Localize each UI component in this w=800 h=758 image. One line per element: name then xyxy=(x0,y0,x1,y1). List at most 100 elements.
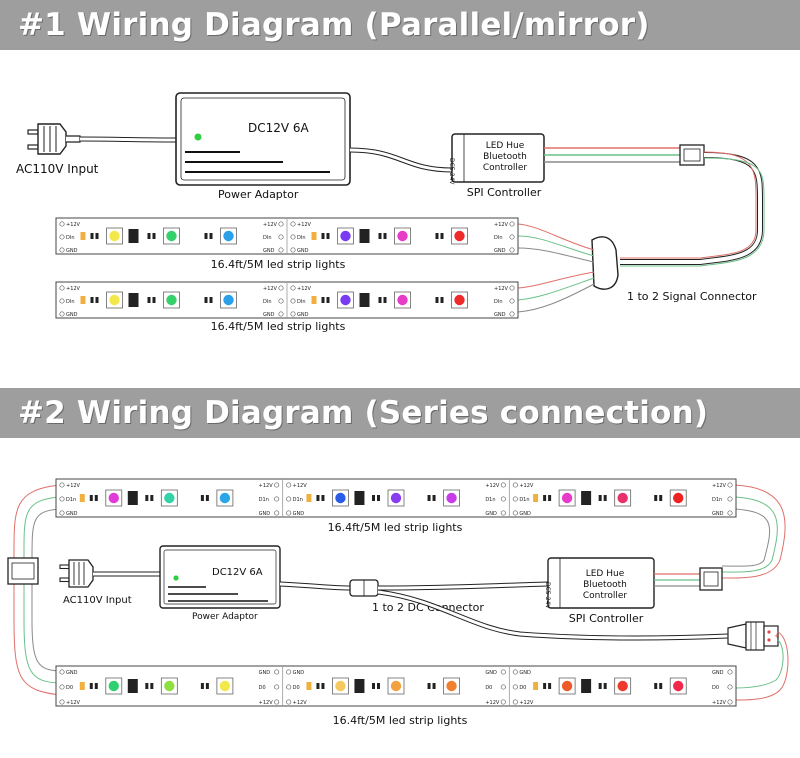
svg-text:+: + xyxy=(774,632,780,640)
strip3-pin-label: GND xyxy=(66,511,78,517)
spi-controller-1 xyxy=(451,133,545,183)
controller-label-1: SPI Controller xyxy=(467,186,542,199)
strip4-pin-label: D0 xyxy=(712,685,719,691)
strip4-pin-label: +12V xyxy=(293,700,308,706)
ac-input-label-1: AC110V Input xyxy=(16,162,99,176)
spi-controller-2 xyxy=(547,557,655,609)
controller-line-2b: Bluetooth xyxy=(583,580,627,590)
strip-label-1: 16.4ft/5M led strip lights xyxy=(211,258,346,271)
strip3-ic-chip xyxy=(127,491,138,505)
strip3-pin-label: GND xyxy=(485,511,497,517)
strip2-pin-label: DIn xyxy=(494,299,503,305)
strip1-pin-label: DIn xyxy=(494,235,503,241)
strip4-led xyxy=(108,680,119,692)
controller-voltage-2: DC5-24V xyxy=(544,582,551,609)
strip1-pin-label: +12V xyxy=(66,222,81,228)
adaptor-rating-1: DC12V 6A xyxy=(248,121,310,135)
strip3-led xyxy=(673,492,684,504)
strip1-led xyxy=(109,230,120,242)
strip3-led xyxy=(390,492,402,504)
strip1-pin-label: +12V xyxy=(263,222,278,228)
strip1-led xyxy=(223,230,234,242)
adaptor-rating-2: DC12V 6A xyxy=(212,567,263,578)
strip1-led xyxy=(340,230,351,242)
strip3-pin-label: D1n xyxy=(66,497,76,503)
strip2-led xyxy=(223,294,234,306)
strip3-pin-label: +12V xyxy=(519,483,534,489)
section2-banner: #2 Wiring Diagram (Series connection) xyxy=(0,388,800,438)
strip4-pin-label: D0 xyxy=(519,685,526,691)
strip3-pin-label: D1n xyxy=(712,497,722,503)
spi-connector-2 xyxy=(699,567,723,591)
strip1-led xyxy=(397,230,408,242)
strip-label-2: 16.4ft/5M led strip lights xyxy=(211,320,346,333)
strip4-pin-label: +12V xyxy=(712,700,727,706)
strip4-led xyxy=(673,680,684,692)
strip1-pin-label: GND xyxy=(66,248,78,254)
controller-line-2c: Controller xyxy=(583,591,628,601)
led-strip-4: GNDD0+12VGNDD0+12VGNDD0+12VGNDD0+12VGNDD… xyxy=(55,665,737,707)
strip2-led xyxy=(397,294,408,306)
strip2-led xyxy=(454,294,465,306)
strip3-pin-label: +12V xyxy=(293,483,308,489)
strip4-led xyxy=(617,680,628,692)
strip3-pin-label: D1n xyxy=(485,497,495,503)
strip4-pin-label: +12V xyxy=(519,700,534,706)
strip2-led xyxy=(340,294,351,306)
power-led-icon xyxy=(194,133,202,141)
controller-line-2a: LED Hue xyxy=(586,569,625,579)
strip3-pin-label: GND xyxy=(712,511,724,517)
strip3-led xyxy=(617,492,628,504)
strip2-pin-label: +12V xyxy=(263,286,278,292)
strip2-pin-label: DIn xyxy=(263,299,272,305)
ac-plug-1 xyxy=(27,123,81,155)
strip4-pin-label: D0 xyxy=(293,685,300,691)
strip3-ic-chip xyxy=(354,491,365,505)
strip1-pin-label: DIn xyxy=(263,235,272,241)
strip3-led xyxy=(164,492,175,504)
controller-label-2: SPI Controller xyxy=(569,612,644,625)
strip2-pin-label: DIn xyxy=(66,299,75,305)
strip4-pin-label: D0 xyxy=(485,685,492,691)
strip2-pin-label: GND xyxy=(66,312,78,318)
controller-voltage-1: DC5-24V xyxy=(448,158,455,185)
strip4-led xyxy=(561,680,573,692)
strip4-pin-label: +12V xyxy=(259,700,274,706)
section1-title: #1 Wiring Diagram (Parallel/mirror) xyxy=(18,7,650,43)
strip3-pin-label: GND xyxy=(259,511,271,517)
strip3-pin-label: +12V xyxy=(66,483,81,489)
strip1-pin-label: +12V xyxy=(494,222,509,228)
strip2-pin-label: DIn xyxy=(297,299,306,305)
strip4-pin-label: GND xyxy=(485,670,497,676)
adaptor-label-1: Power Adaptor xyxy=(218,188,299,201)
strip1-pin-label: GND xyxy=(494,248,506,254)
strip3-led xyxy=(219,492,231,504)
ac-input-label-2: AC110V Input xyxy=(63,595,132,606)
strip-label-4: 16.4ft/5M led strip lights xyxy=(333,714,468,727)
strip4-led xyxy=(219,680,231,692)
ac-plug-2 xyxy=(59,559,94,588)
strip2-pin-label: +12V xyxy=(494,286,509,292)
strip3-pin-label: GND xyxy=(293,511,305,517)
controller-line-1c: Controller xyxy=(483,163,528,173)
strip4-pin-label: +12V xyxy=(485,700,500,706)
controller-line-1b: Bluetooth xyxy=(483,152,527,162)
section2-title: #2 Wiring Diagram (Series connection) xyxy=(18,395,709,431)
adaptor-label-2: Power Adaptor xyxy=(192,612,258,622)
strip2-ic-chip xyxy=(359,293,370,307)
strip1-led xyxy=(454,230,465,242)
strip4-ic-chip xyxy=(581,679,592,693)
strip2-pin-label: +12V xyxy=(297,286,312,292)
strip4-pin-label: GND xyxy=(293,670,305,676)
strip4-pin-label: GND xyxy=(259,670,271,676)
strip3-pin-label: D1n xyxy=(293,497,303,503)
strip4-pin-label: D0 xyxy=(66,685,73,691)
led-strip-3: +12VD1nGND+12VD1nGND+12VD1nGND+12VD1nGND… xyxy=(55,478,737,518)
strip1-pin-label: DIn xyxy=(66,235,75,241)
signal-splitter-icon xyxy=(591,236,619,290)
strip1-ic-chip xyxy=(128,229,139,243)
strip3-led xyxy=(335,492,346,504)
strip2-led xyxy=(166,294,177,306)
